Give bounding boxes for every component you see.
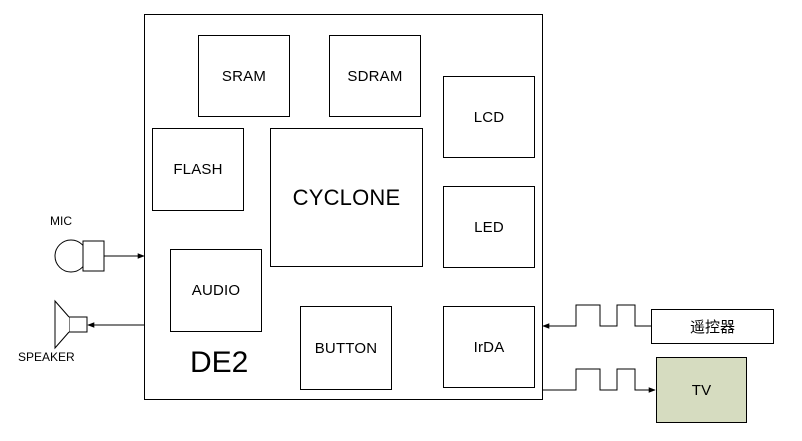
- tv-label: TV: [691, 381, 712, 399]
- irda-block: IrDA: [443, 306, 535, 388]
- microphone-icon: [54, 239, 105, 273]
- tv-signal-waveform: [543, 368, 656, 393]
- flash-label: FLASH: [173, 161, 223, 178]
- sram-label: SRAM: [221, 67, 267, 85]
- flash-block: FLASH: [152, 128, 244, 211]
- tv-block: TV: [656, 357, 747, 423]
- sdram-block: SDRAM: [329, 35, 421, 117]
- mic-label: MIC: [50, 214, 72, 228]
- led-block: LED: [443, 186, 535, 268]
- led-label: LED: [474, 218, 504, 236]
- remote-control-block: 遥控器: [651, 309, 774, 344]
- remote-signal-waveform: [542, 304, 651, 329]
- button-label: BUTTON: [314, 339, 378, 357]
- audio-label: AUDIO: [191, 282, 241, 299]
- irda-label: IrDA: [473, 338, 505, 356]
- speaker-label: SPEAKER: [18, 350, 75, 364]
- button-block: BUTTON: [300, 306, 392, 390]
- sdram-label: SDRAM: [347, 67, 403, 85]
- remote-control-label: 遥控器: [689, 318, 735, 336]
- speaker-icon: [54, 299, 88, 350]
- cyclone-block: CYCLONE: [270, 128, 423, 267]
- board-name: DE2: [190, 346, 249, 379]
- lcd-label: LCD: [473, 108, 505, 126]
- cyclone-label: CYCLONE: [292, 184, 401, 210]
- sram-block: SRAM: [198, 35, 290, 117]
- lcd-block: LCD: [443, 76, 535, 158]
- audio-block: AUDIO: [170, 249, 262, 332]
